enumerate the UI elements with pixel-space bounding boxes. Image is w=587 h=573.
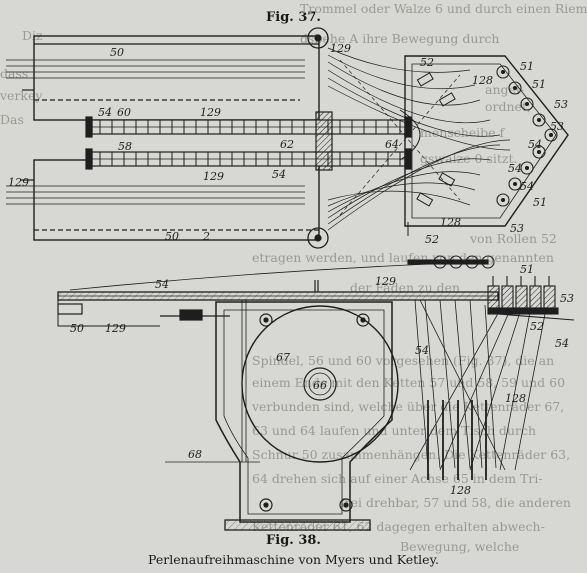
part-label: 53 [550, 120, 564, 133]
bleed-line: einem Ende mit den Ketten 57 und 58, 59 … [252, 375, 565, 390]
part-label: 129 [105, 322, 126, 335]
part-label: 67 [276, 351, 290, 364]
part-label: 54 [555, 337, 569, 350]
bleed-line: frei drehbar, 57 und 58, die anderen [340, 495, 571, 510]
figure-37-title: Fig. 37. [266, 10, 321, 25]
figure-38-drawing [57, 255, 575, 531]
figure-caption: Perlenaufreihmaschine von Myers und Ketl… [148, 552, 439, 567]
bleed-line: 63 und 64 laufen und unter dem Tisch dur… [252, 423, 536, 438]
part-label: 129 [330, 42, 351, 55]
spindle-group [407, 255, 575, 321]
figure-38-title: Fig. 38. [266, 533, 321, 548]
bead-spools [496, 65, 558, 207]
bleed-line: von Rollen 52 [469, 231, 557, 246]
bleed-through-text: Trommel oder Walze 6 und durch einen Rie… [0, 1, 587, 554]
part-label: 52 [530, 320, 544, 333]
part-label: 64 [385, 138, 399, 151]
rods [6, 59, 305, 205]
bleed-line: Schnur 50 zusammenhängen. Die Kettenräde… [252, 447, 570, 462]
roller-bottom [307, 227, 329, 249]
part-label: 52 [425, 233, 439, 246]
part-label: 60 [117, 106, 131, 119]
bleed-line: dass [0, 66, 28, 81]
part-label: 128 [472, 74, 493, 87]
part-label: 54 [272, 168, 286, 181]
bleed-line: Das [0, 112, 24, 127]
part-label: 62 [280, 138, 294, 151]
part-label: 51 [520, 263, 534, 276]
part-label: 129 [200, 106, 221, 119]
figure-38-labels: 54 129 50 129 67 66 68 51 53 52 54 54 12… [70, 263, 574, 497]
figure-37-drawing [6, 27, 569, 249]
chain-upper [85, 116, 412, 138]
roller-top [307, 27, 329, 49]
part-label: 50 [70, 322, 84, 335]
chain-lower [85, 148, 412, 170]
hanging-threads [409, 299, 546, 471]
bleed-line: der Fäden zu den [350, 280, 460, 295]
part-label: 128 [505, 392, 526, 405]
part-label: 50 [110, 46, 124, 59]
part-label: 128 [440, 216, 461, 229]
part-label: 54 [98, 106, 112, 119]
sprocket-bar [315, 111, 333, 171]
bleed-line: Trommel oder Walze 6 und durch einen Rie… [300, 1, 587, 16]
part-label: 66 [313, 379, 327, 392]
part-label: 51 [533, 196, 547, 209]
part-label: 128 [450, 484, 471, 497]
part-label: 129 [8, 176, 29, 189]
bleed-line: Spindel, 56 und 60 vorgesehen (Fig. 37),… [252, 353, 554, 368]
bleed-line: Diz [22, 28, 43, 43]
chevron-frame [404, 55, 569, 227]
bleed-line: etragen werden, und laufen von den genan… [252, 250, 554, 265]
part-label: 58 [118, 140, 132, 153]
bleed-line: verkey [0, 88, 43, 103]
part-label: 54 [520, 180, 534, 193]
part-label: 54 [155, 278, 169, 291]
part-label: 50 [165, 230, 179, 243]
bleed-line: angel- [485, 82, 524, 97]
part-label: 51 [520, 60, 534, 73]
chain-links [99, 120, 401, 134]
part-label: 53 [554, 98, 568, 111]
part-label: 68 [188, 448, 202, 461]
part-label: 53 [510, 222, 524, 235]
part-label: 53 [560, 292, 574, 305]
needles [427, 400, 487, 480]
bleed-line: Bewegung, welche [400, 539, 519, 554]
bleed-line: dsbehe A ihre Bewegung durch [300, 31, 499, 46]
part-label: 129 [203, 170, 224, 183]
part-label: 54 [528, 138, 542, 151]
part-label: 129 [375, 275, 396, 288]
part-label: 54 [508, 162, 522, 175]
part-label: 51 [532, 78, 546, 91]
part-label: 54 [415, 344, 429, 357]
part-label: 52 [420, 56, 434, 69]
figure-37-labels: 50 54 129 60 129 58 62 129 64 54 129 50 … [8, 42, 568, 246]
bleed-line: 64 drehen sich auf einer Achse 65 in dem… [252, 471, 543, 486]
bleed-line: ordnet, [485, 99, 531, 114]
part-label: 2 [202, 230, 210, 243]
